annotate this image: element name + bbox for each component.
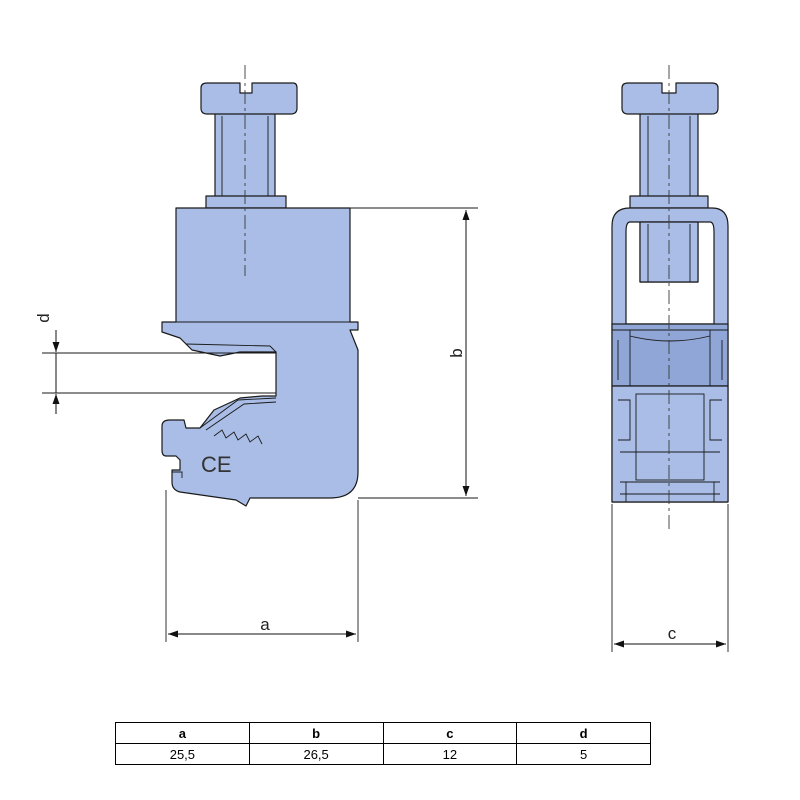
- table-value-c: 12: [382, 743, 518, 765]
- washer: [205, 195, 287, 209]
- table-header-c: c: [382, 722, 518, 744]
- table-header-b: b: [248, 722, 384, 744]
- table-value-b: 26,5: [248, 743, 384, 765]
- table-header-a: a: [115, 722, 250, 744]
- clamp-body: [161, 207, 359, 507]
- side-view: CE b d a: [34, 65, 478, 642]
- ce-mark: CE: [201, 452, 232, 477]
- table-header-row: a b c d: [115, 722, 651, 744]
- front-bar-band: [611, 323, 729, 387]
- table-value-a: 25,5: [115, 743, 250, 765]
- screw-head: [200, 82, 298, 115]
- table-row: 25,5 26,5 12 5: [115, 743, 651, 765]
- dimensions-table: a b c d 25,5 26,5 12 5: [115, 722, 651, 765]
- front-lower-block: [611, 385, 729, 503]
- technical-drawing: CE b d a: [34, 65, 729, 652]
- table-value-d: 5: [516, 743, 651, 765]
- dimension-label-a: a: [260, 615, 270, 634]
- front-screw-head: [621, 82, 719, 115]
- dimension-label-c: c: [668, 624, 677, 643]
- front-view: c: [611, 65, 729, 652]
- dimension-label-d: d: [34, 313, 53, 322]
- dimension-label-b: b: [447, 348, 466, 357]
- table-header-d: d: [516, 722, 651, 744]
